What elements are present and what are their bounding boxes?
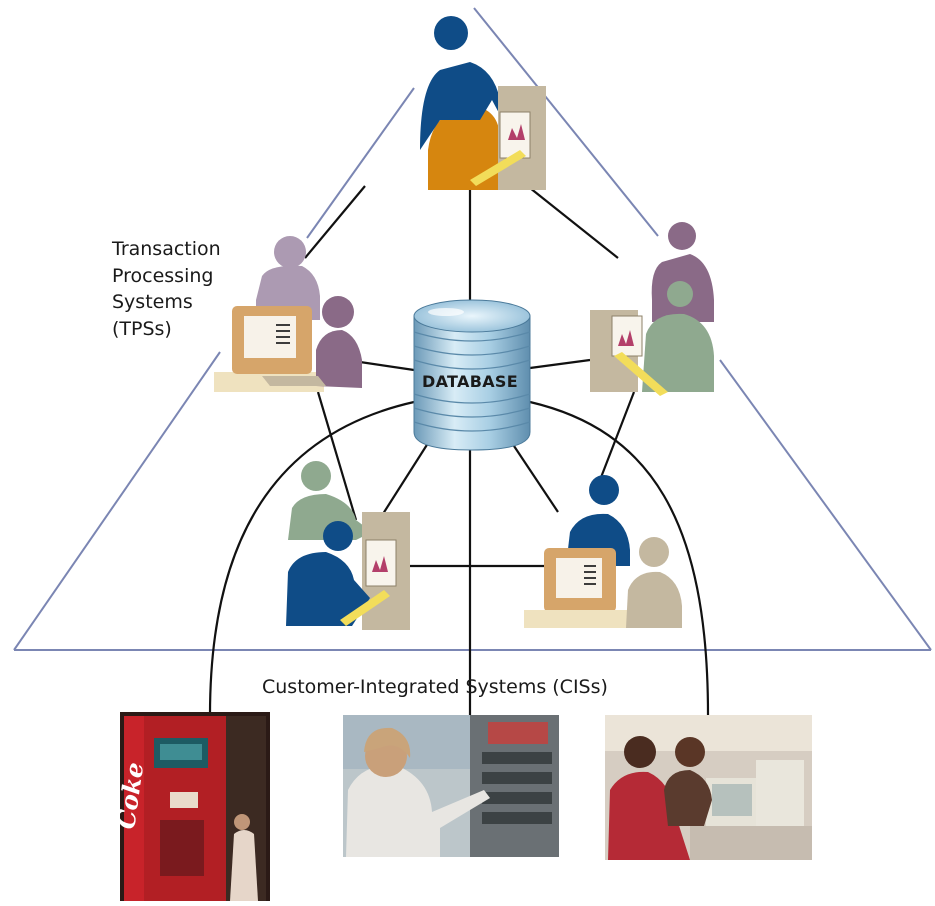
workstation-bottom-right [524,475,682,628]
tps-label-line-1: Transaction [112,238,221,260]
photo-customer-service [605,715,812,860]
workstation-left [214,236,362,392]
triangle-left-edge-upper [306,87,415,239]
tps-label-line-4: (TPSs) [112,317,172,340]
tps-label-line-2: Processing [112,264,214,287]
photo-vending-machine [120,712,270,901]
triangle-right-edge-upper [473,7,659,237]
photo-product-selection [343,715,559,857]
workstation-bottom-left [286,461,410,630]
tps-label-line-3: Systems [112,291,193,313]
cis-label: Customer-Integrated Systems (CISs) [262,676,608,698]
workstation-top [420,16,546,190]
workstation-right [590,222,714,396]
triangle-left-edge [13,351,221,651]
database-label: DATABASE [422,372,518,391]
tps-triangle [13,7,932,651]
triangle-right-edge [719,359,932,651]
tps-label: Transaction Processing Systems (TPSs) [112,236,221,342]
database-cylinder [413,299,531,451]
